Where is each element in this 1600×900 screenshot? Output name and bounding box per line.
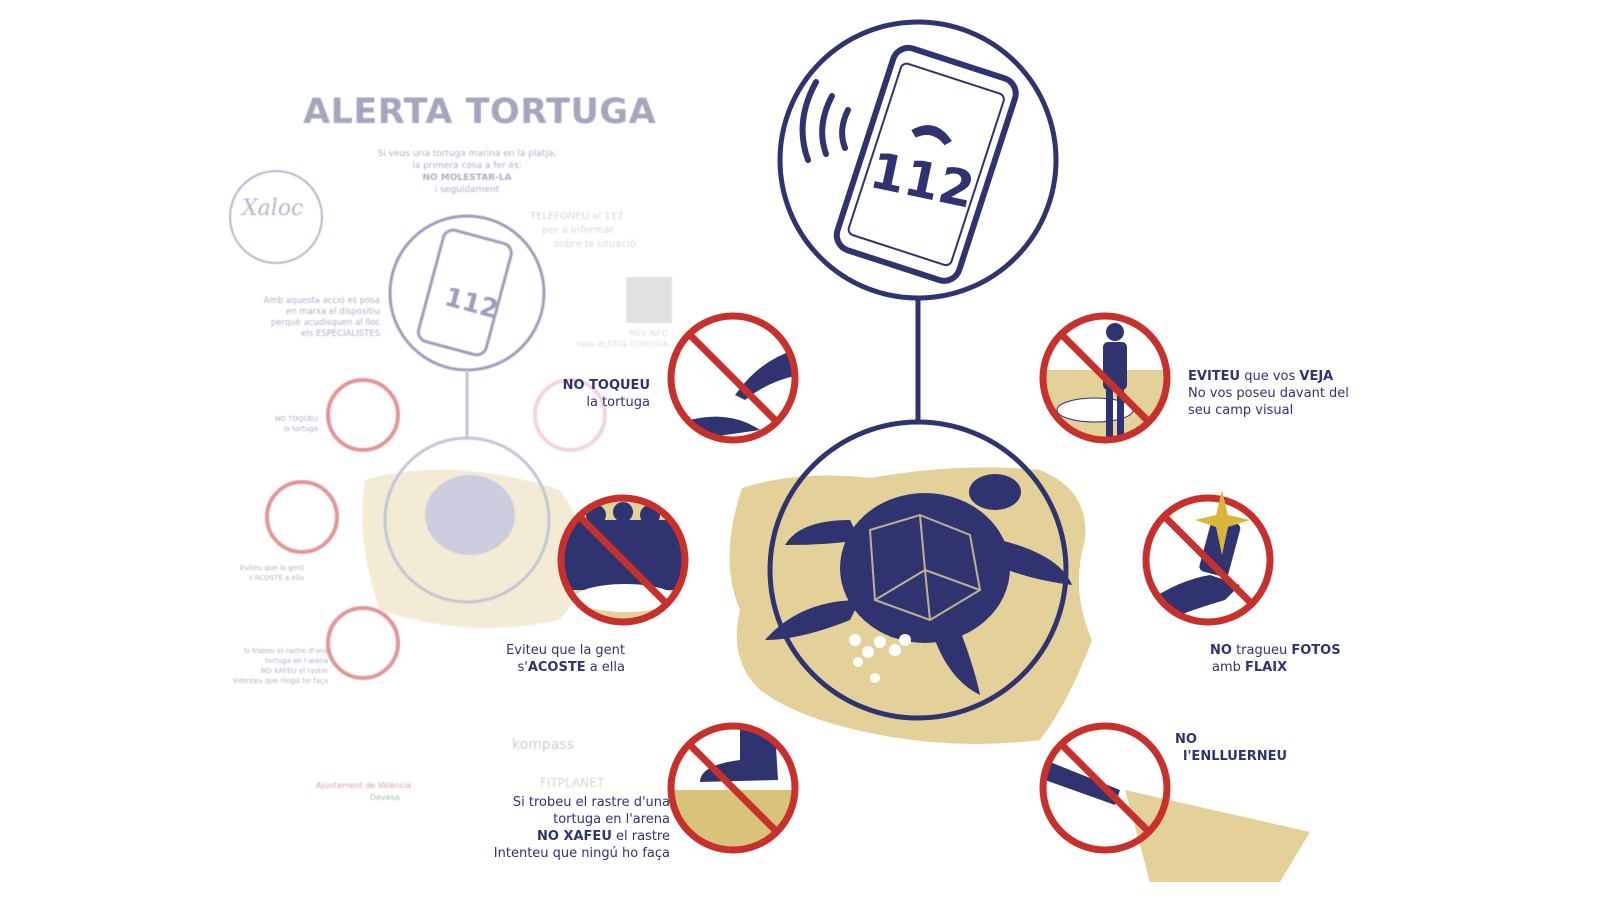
- poster-call-line: sobre la situació: [554, 239, 636, 250]
- poster-touch-sign: [326, 378, 400, 452]
- poster-tracks-sign: [326, 606, 400, 680]
- sponsor-fitplanet: FITPLANET: [540, 776, 605, 790]
- qr-caption-line: Web ALERTA TORTUGA: [577, 340, 668, 349]
- foot-icon: [700, 730, 778, 782]
- phone-icon: [833, 44, 1019, 284]
- approach-label: Eviteu que la gent s'ACOSTE a ella: [480, 642, 625, 676]
- no-dazzle-sign: [1039, 722, 1310, 882]
- poster-turtle-circle: [383, 436, 551, 604]
- poster-call-line: per a informar: [542, 225, 614, 236]
- tracks-strong: NO XAFEU: [537, 829, 612, 844]
- qr-code: [626, 277, 672, 323]
- touch-label: NO TOQUEU la tortuga: [540, 377, 650, 411]
- poster-approach-label: Eviteu que la gent s'ACOSTE a ella: [220, 563, 304, 583]
- touch-label-rest: la tortuga: [586, 395, 650, 410]
- logo-circle: [229, 170, 323, 264]
- poster-label-line: la tortuga: [283, 425, 318, 433]
- poster-touch-label: NO TOQUEU la tortuga: [240, 414, 318, 434]
- turtle-circle: [767, 419, 1069, 721]
- poster-label-line: NO XAFEU el rastre: [260, 667, 328, 675]
- flashlight-icon: [1045, 760, 1120, 805]
- sponsor-devesa: Devesa: [370, 793, 400, 802]
- flash-strong2: FOTOS: [1291, 643, 1341, 658]
- tracks-label: Si trobeu el rastre d'una tortuga en l'a…: [470, 794, 670, 862]
- approach-line1: Eviteu que la gent: [506, 643, 625, 658]
- poster-label-line: Intenteu que ningú ho faça: [233, 677, 328, 685]
- no-step-tracks-sign: [667, 722, 799, 854]
- poster-turtle-icon: [425, 475, 515, 555]
- see-strong2: VEJA: [1299, 369, 1334, 384]
- people-icon: [561, 502, 685, 612]
- poster-call: TELEFONEU al 112 per a informar sobre la…: [530, 210, 636, 252]
- poster-label-line: Si trobeu el rastre d'una: [243, 647, 328, 655]
- poster-action-line: en marxa el dispositiu: [286, 307, 380, 317]
- flash-strong1: NO: [1210, 643, 1232, 658]
- poster-call-line: TELEFONEU al 112: [530, 211, 624, 222]
- tracks-line2: tortuga en l'arena: [553, 812, 670, 827]
- poster-phone-icon: [416, 228, 513, 357]
- sponsor-ajuntament: Ajuntament de València: [316, 781, 412, 790]
- poster-intro-line: i seguidament: [434, 185, 500, 195]
- approach-pre: s': [517, 660, 528, 675]
- light-beam: [1125, 790, 1310, 882]
- poster-label-line: NO TOQUEU: [275, 415, 318, 423]
- poster-label-line: Eviteu que la gent: [239, 564, 304, 572]
- tracks-line1: Si trobeu el rastre d'una: [512, 795, 670, 810]
- see-label: EVITEU que vos VEJA No vos poseu davant …: [1188, 368, 1349, 419]
- poster-intro-line: Si veus una tortuga marina en la platja,: [377, 149, 557, 159]
- turtle-eggs: [849, 634, 911, 683]
- turtle-shell-pattern: [868, 513, 982, 622]
- no-flash-sign: [1142, 490, 1274, 626]
- poster-action: Amb aquesta acció es posa en marxa el di…: [240, 296, 381, 340]
- flash-icon: [1195, 490, 1250, 555]
- no-touch-sign: [667, 312, 799, 444]
- see-mid: que vos: [1240, 369, 1300, 384]
- dazzle-strong2: l'ENLLUERNEU: [1183, 749, 1288, 764]
- touch-label-strong: NO TOQUEU: [562, 378, 650, 393]
- no-be-seen-sign: [1039, 312, 1171, 444]
- sponsor-kompass: kompass: [512, 737, 574, 753]
- tracks-line4: Intenteu que ningú ho faça: [493, 846, 670, 861]
- poster-action-line: els ESPECIALISTES: [301, 329, 380, 339]
- dazzle-strong1: NO: [1175, 732, 1197, 747]
- poster-label-line: tortuga en l'arena: [265, 657, 328, 665]
- poster-action-line: Amb aquesta acció es posa: [263, 296, 381, 306]
- qr-caption-line: MÉS INFO: [629, 329, 668, 338]
- tracks-rest: el rastre: [611, 829, 670, 844]
- see-line2: No vos poseu davant del: [1188, 386, 1349, 401]
- flash-mid: tragueu: [1231, 643, 1292, 658]
- poster-intro: Si veus una tortuga marina en la platja,…: [372, 148, 562, 196]
- poster-title: ALERTA TORTUGA: [303, 92, 657, 132]
- poster-intro-line: la primera cosa a fer és:: [412, 161, 522, 171]
- flash-label: NO tragueu FOTOS amb FLAIX: [1210, 642, 1341, 676]
- poster-tracks-label: Si trobeu el rastre d'una tortuga en l'a…: [218, 646, 328, 686]
- poster-intro-line: NO MOLESTAR-LA: [422, 173, 512, 183]
- no-approach-sign: [557, 494, 689, 626]
- approach-post: a ella: [585, 660, 625, 675]
- hand-icon: [735, 350, 795, 400]
- qr-caption: MÉS INFO Web ALERTA TORTUGA: [560, 328, 668, 350]
- approach-strong: ACOSTE: [527, 660, 586, 675]
- dazzle-label: NO l'ENLLUERNEU: [1175, 731, 1287, 765]
- poster-label-line: s'ACOSTE a ella: [248, 574, 304, 582]
- poster-see-sign: [533, 378, 607, 452]
- poster-approach-sign: [265, 480, 339, 554]
- poster-action-line: perquè acudisquen al lloc: [270, 318, 380, 328]
- see-strong1: EVITEU: [1188, 369, 1241, 384]
- signal-waves-icon: [799, 79, 851, 163]
- flash-strong3: FLAIX: [1245, 660, 1288, 675]
- handset-icon: [911, 125, 952, 146]
- see-line3: seu camp visual: [1188, 403, 1294, 418]
- flash-pre2: amb: [1212, 660, 1246, 675]
